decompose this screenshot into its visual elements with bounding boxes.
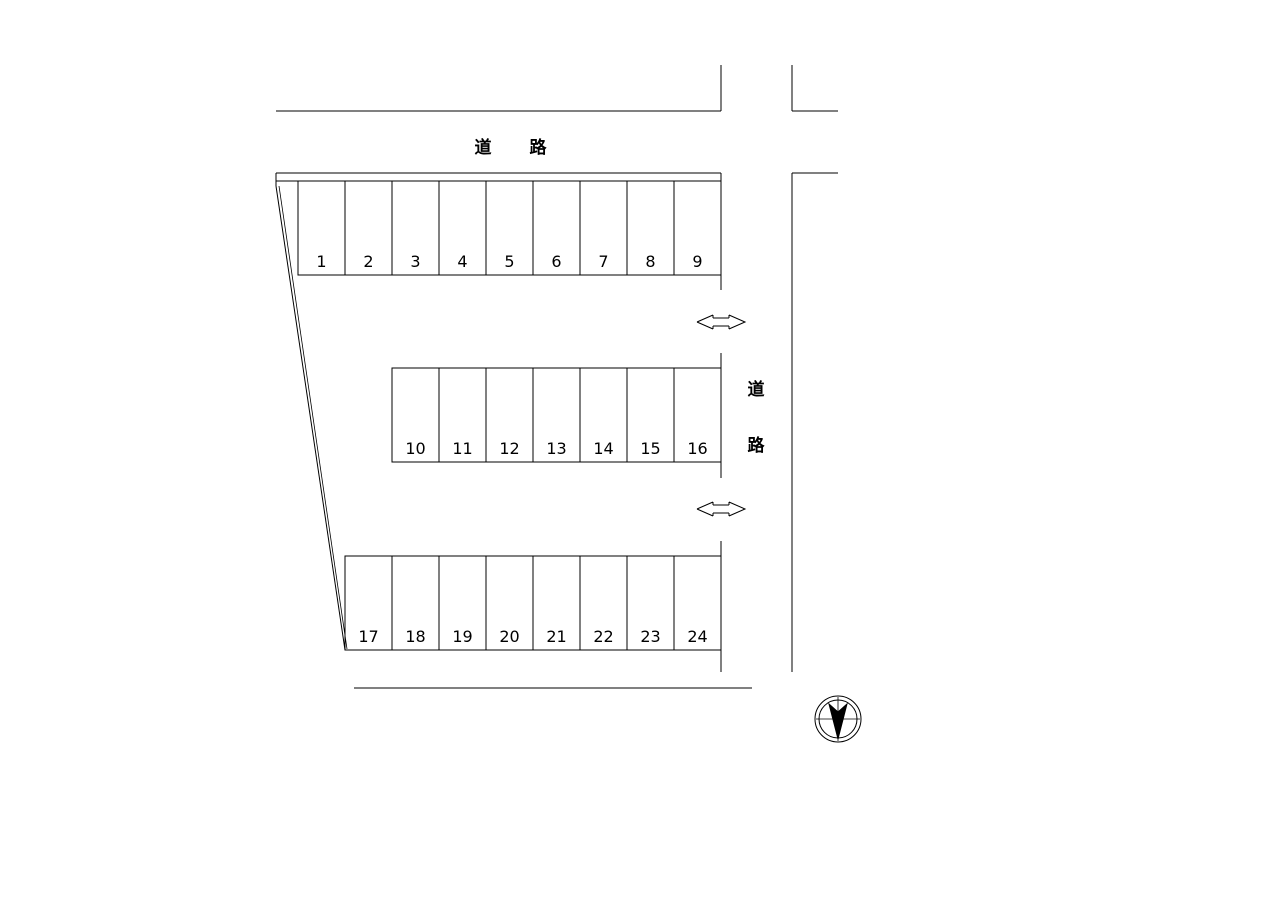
parking-spot-number: 22 bbox=[593, 627, 613, 646]
entrance-arrow-lower bbox=[696, 501, 747, 517]
road-outlines bbox=[276, 65, 838, 672]
north-arrow-icon bbox=[814, 695, 862, 743]
parking-spot bbox=[673, 555, 722, 651]
parking-spot-number: 11 bbox=[452, 439, 472, 458]
parking-row-3: 17 18 19 20 21 22 23 24 bbox=[344, 555, 722, 651]
right-road-label-char-1: 道 bbox=[748, 379, 765, 400]
parking-spot-number: 19 bbox=[452, 627, 472, 646]
parking-spot-number: 6 bbox=[551, 252, 561, 271]
entrance-arrow-upper bbox=[696, 314, 747, 330]
top-road-label-char-1: 道 bbox=[475, 137, 492, 158]
parking-spot-number: 13 bbox=[546, 439, 566, 458]
parking-spot-number: 9 bbox=[692, 252, 702, 271]
parking-row-1: 1 2 3 4 5 6 7 8 9 bbox=[297, 180, 722, 276]
parking-spot-number: 20 bbox=[499, 627, 519, 646]
parking-spot-number: 12 bbox=[499, 439, 519, 458]
parking-spot-number: 10 bbox=[405, 439, 425, 458]
parking-spot-number: 17 bbox=[358, 627, 378, 646]
parking-spot-number: 24 bbox=[687, 627, 707, 646]
parking-spot-number: 2 bbox=[363, 252, 373, 271]
parking-spot-number: 3 bbox=[410, 252, 420, 271]
lot-boundary bbox=[275, 173, 752, 689]
parking-spot bbox=[673, 367, 722, 463]
parking-spot-number: 5 bbox=[504, 252, 514, 271]
parking-spot-number: 16 bbox=[687, 439, 707, 458]
parking-spot-number: 15 bbox=[640, 439, 660, 458]
parking-spot-number: 4 bbox=[457, 252, 467, 271]
parking-spot-number: 23 bbox=[640, 627, 660, 646]
top-road-label-char-2: 路 bbox=[530, 137, 548, 158]
right-road-label-char-2: 路 bbox=[748, 435, 766, 456]
parking-spot bbox=[673, 180, 722, 276]
parking-row-2: 10 11 12 13 14 15 16 bbox=[391, 367, 722, 463]
parking-spot-number: 18 bbox=[405, 627, 425, 646]
parking-spot-number: 8 bbox=[645, 252, 655, 271]
parking-spot-number: 1 bbox=[316, 252, 326, 271]
parking-spot-number: 14 bbox=[593, 439, 613, 458]
parking-spot-number: 21 bbox=[546, 627, 566, 646]
parking-spot-number: 7 bbox=[598, 252, 608, 271]
